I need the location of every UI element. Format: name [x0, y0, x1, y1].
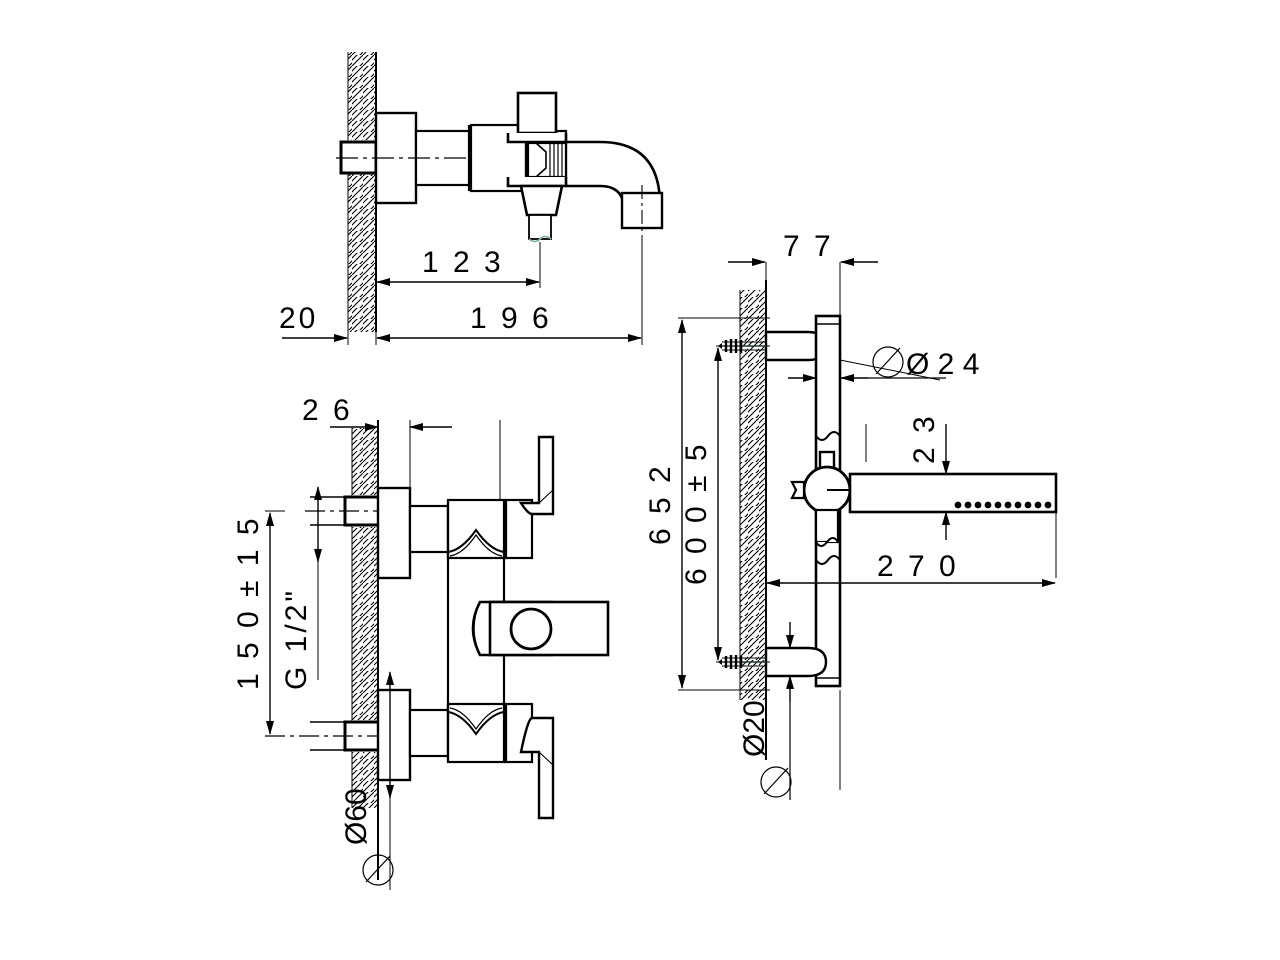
dimension-77-label: 7 7: [783, 230, 834, 263]
dimension-dia60-label: Ø60: [340, 788, 373, 845]
spout-curved-arm: [566, 140, 664, 235]
dimension-150-label: 1 5 0 ± 1 5: [232, 515, 265, 690]
thread-callout-g-half: G 1/2": [280, 486, 322, 690]
dimension-600: 6 0 0 ± 5: [680, 347, 722, 661]
dimension-196-label: 1 9 6: [470, 302, 552, 335]
shower-spray-dots: [954, 501, 1052, 509]
dimension-270-label: 2 7 0: [877, 550, 959, 583]
dimension-20-label: 20: [279, 302, 318, 335]
dimension-dia20-label: Ø20: [738, 700, 771, 757]
mixer-spout-front: [471, 600, 610, 657]
mixer-extension-lines: [265, 420, 501, 737]
diverter-knob: [506, 91, 568, 144]
diverter-lower-collar: [506, 177, 568, 188]
view-spout-side-elevation: 1 2 3 1 9 6 20: [279, 52, 664, 345]
dimension-dia24: Ø 2 4: [788, 346, 979, 382]
spout-outlet-circle: [509, 607, 553, 651]
dimension-20-wall: 20: [279, 302, 348, 342]
wall-section-rail-view: [739, 280, 767, 760]
diverter-spline-detail: [526, 141, 568, 179]
dimension-196: 1 9 6: [376, 302, 642, 342]
dimension-123: 1 2 3: [376, 246, 540, 286]
dimension-123-label: 1 2 3: [422, 246, 504, 279]
rail-sliding-holder: [790, 450, 852, 547]
dimension-26-label: 2 6: [302, 394, 353, 427]
mixer-riser-body: [446, 528, 506, 736]
dimension-270: 2 7 0: [766, 550, 1056, 587]
wall-section-spout-view: [347, 52, 377, 332]
hand-shower: [827, 472, 1058, 514]
view-mixer-side-elevation: 2 6 1 5 0 ± 1 5 G 1/2" Ø60: [232, 394, 610, 890]
dimension-150: 1 5 0 ± 1 5: [232, 512, 274, 735]
view-shower-rail-elevation: 7 7 Ø 2 4 2 3 6 5 2 6 0 0 ± 5: [644, 230, 1058, 800]
rail-extension-lines: [678, 262, 1057, 790]
mixer-top-valve: [305, 435, 555, 580]
dimension-23-label: 2 3: [908, 413, 941, 464]
dimension-600-label: 6 0 0 ± 5: [680, 441, 713, 585]
diameter-symbol-circle-20: [760, 766, 792, 798]
dimension-dia20: Ø20: [738, 622, 794, 800]
dimension-26: 2 6: [302, 394, 452, 431]
shower-outlet-nozzle: [519, 184, 564, 243]
dimension-dia60: Ø60: [340, 671, 394, 890]
dimension-23: 2 3: [908, 413, 950, 540]
dimension-652: 6 5 2: [644, 319, 686, 689]
dimension-652-label: 6 5 2: [644, 463, 677, 545]
diameter-symbol-circle-24: [872, 346, 904, 378]
thread-callout-label: G 1/2": [280, 588, 313, 690]
dimension-dia24-label: Ø 2 4: [906, 348, 979, 381]
dimension-77: 7 7: [728, 230, 878, 266]
diameter-symbol-circle-60: [362, 854, 394, 886]
